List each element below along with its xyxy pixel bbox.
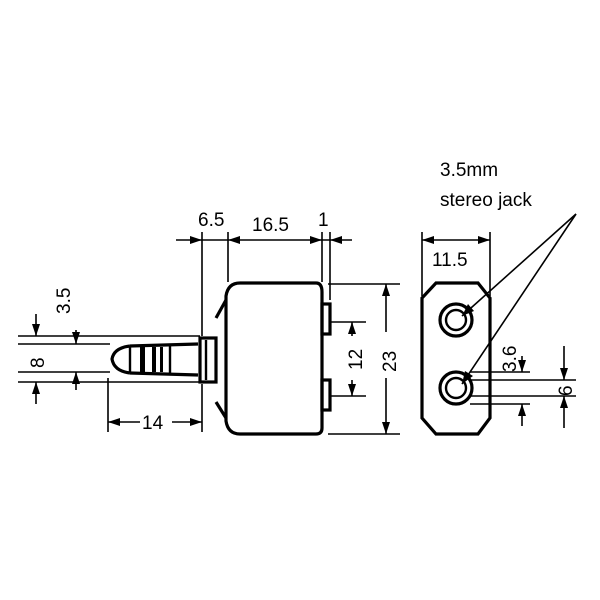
dim-side-width: 11.5 [432, 250, 468, 271]
adapter-body [214, 281, 332, 436]
dim-jack-hole: 3.6 [500, 346, 521, 372]
jack-lower [438, 370, 474, 406]
side-width-dimension [421, 232, 491, 296]
jack-upper [438, 302, 474, 338]
side-view-body [420, 281, 492, 436]
jack-dimension-lines [470, 346, 576, 428]
dim-collar-width: 6.5 [198, 210, 224, 231]
dim-tip-offset: 3.5 [54, 288, 75, 314]
callout-leaders [461, 213, 577, 385]
dim-jack-spacing: 12 [346, 349, 367, 370]
plug-collar [198, 336, 218, 384]
callout-line-2: stereo jack [440, 190, 532, 211]
left-dimension-lines [18, 314, 200, 404]
callout-line-1: 3.5mm [440, 160, 498, 181]
dim-body-height: 23 [380, 351, 401, 372]
right-dimension-lines [328, 283, 400, 435]
dim-body-width: 16.5 [252, 215, 289, 236]
dim-flange: 1 [318, 210, 329, 231]
bottom-dimension-line [107, 378, 203, 432]
dim-plug-length: 14 [142, 413, 164, 434]
top-dimension-line [176, 232, 352, 336]
dim-plug-diameter: 8 [28, 357, 49, 368]
dim-jack-pitch: 6 [556, 385, 577, 396]
plug-pin [110, 342, 199, 377]
